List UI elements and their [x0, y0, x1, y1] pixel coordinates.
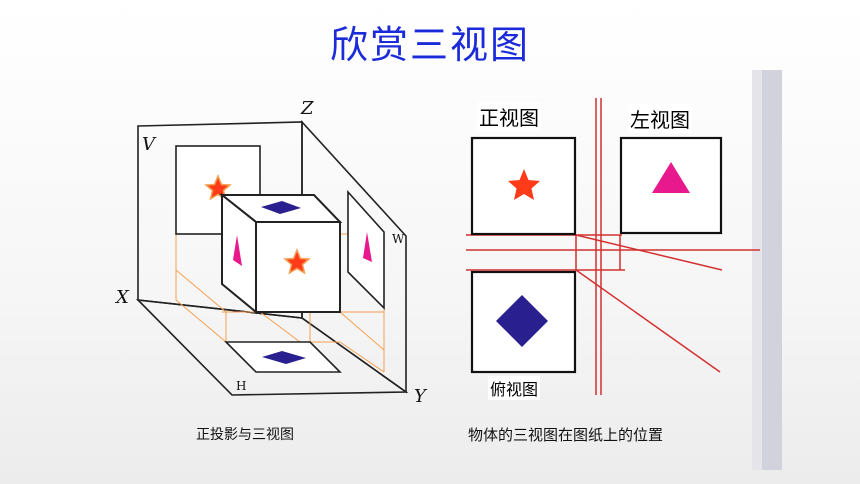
axis-label-h: H [236, 379, 247, 393]
axis-label-w: W [392, 232, 405, 246]
left-view-label: 左视图 [628, 104, 692, 133]
top-view-diamond-icon [496, 295, 548, 347]
top-view-label: 俯视图 [488, 376, 541, 400]
front-view-star-icon [508, 169, 540, 200]
left-view-box [619, 136, 723, 235]
page-title: 欣赏三视图 [329, 23, 530, 67]
cube-top-diamond-icon [261, 201, 301, 214]
paper-edge-texture [752, 70, 782, 470]
cube-front-star-icon [283, 248, 311, 275]
right-figure-caption: 物体的三视图在图纸上的位置 [468, 426, 664, 444]
w-plane-triangle-icon [363, 232, 372, 262]
left-figure-caption: 正投影与三视图 [196, 427, 294, 443]
left-view-triangle-icon [652, 162, 690, 193]
cube-left-triangle-icon [233, 235, 242, 266]
axis-label-z: Z [301, 98, 314, 119]
axis-label-y: Y [414, 386, 426, 407]
v-plane-star-icon [204, 174, 232, 201]
axis-label-v: V [142, 134, 155, 155]
h-plane-diamond-icon [262, 351, 306, 364]
axis-label-x: X [116, 287, 129, 308]
front-view-label: 正视图 [477, 102, 541, 131]
